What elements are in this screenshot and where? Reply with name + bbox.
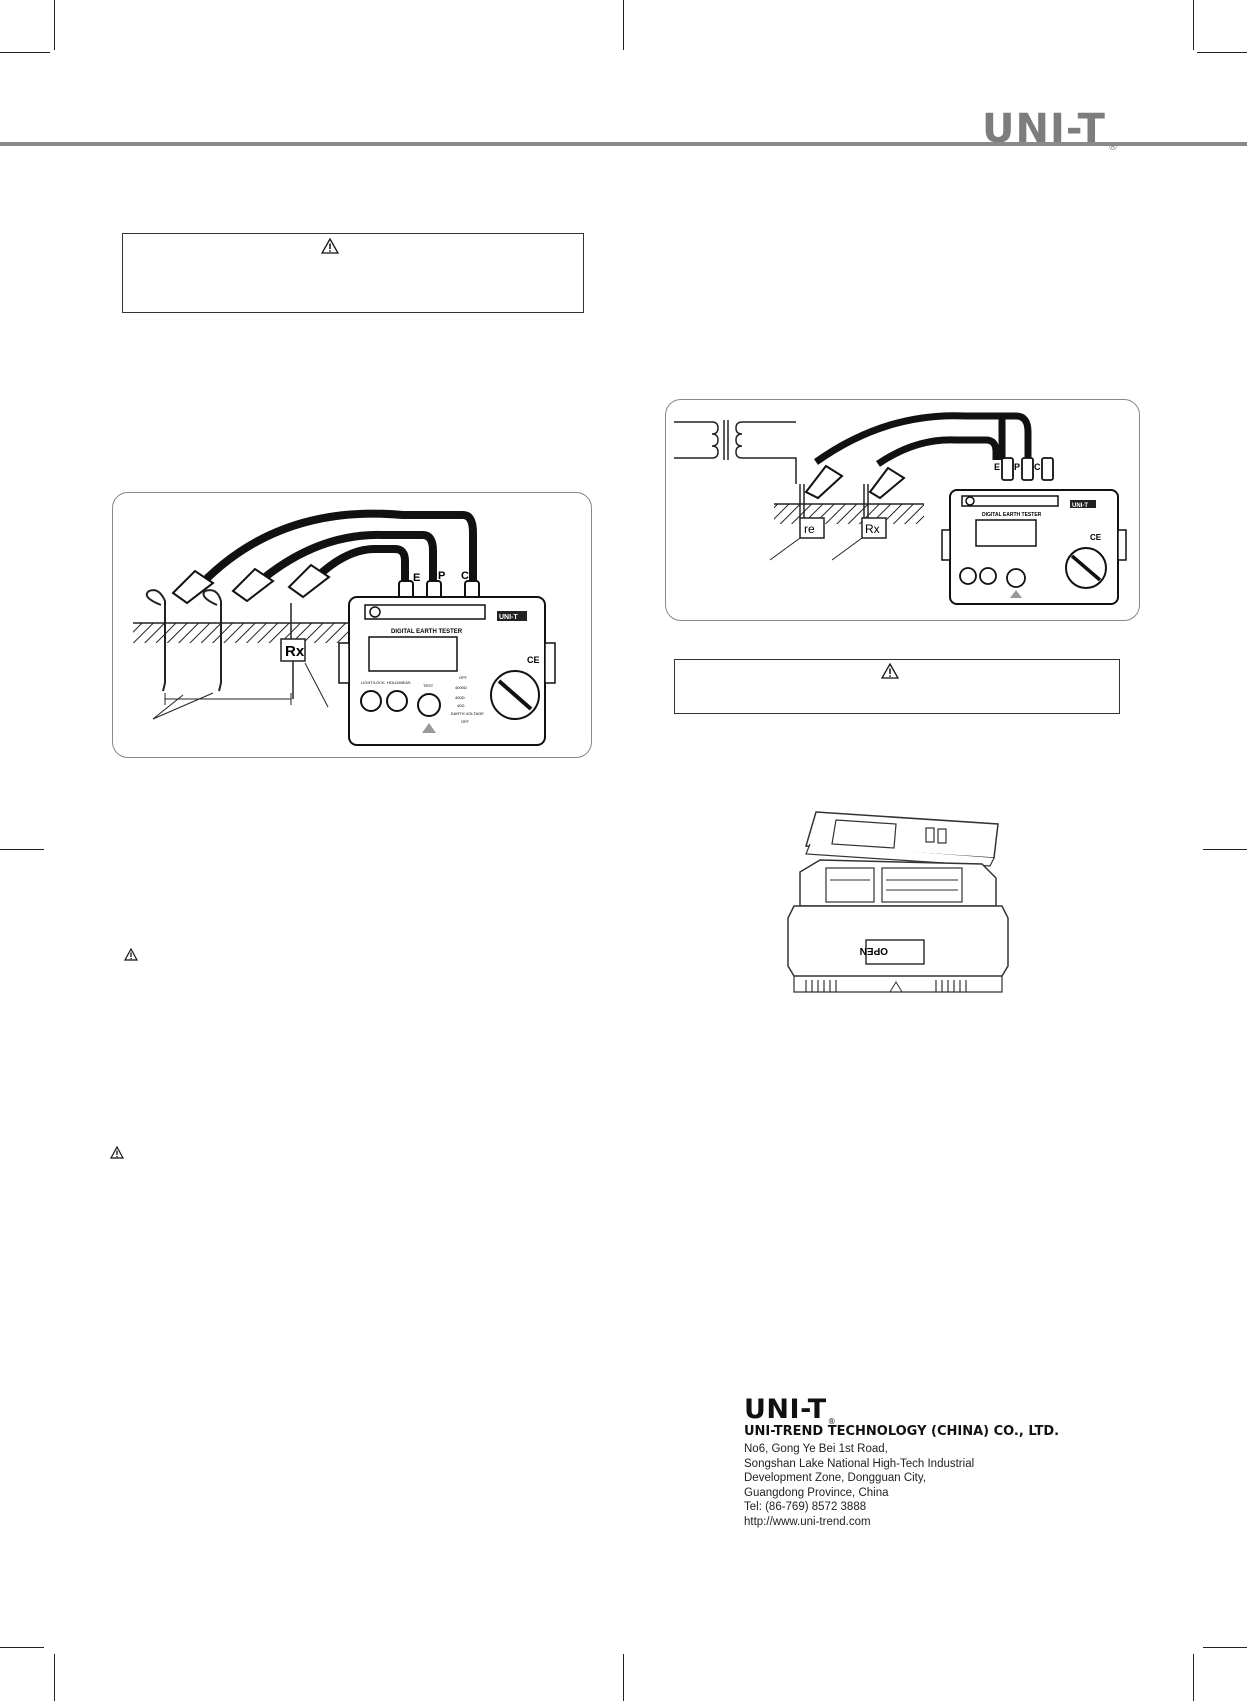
svg-text:CE: CE <box>527 655 540 665</box>
header-rule <box>0 142 1247 146</box>
warning-triangle-icon <box>881 663 899 679</box>
warning-triangle-icon <box>124 948 138 961</box>
address-line: Songshan Lake National High-Tech Industr… <box>744 1457 975 1470</box>
warning-triangle-icon <box>321 238 339 254</box>
device-brand: UNI-T <box>499 614 518 621</box>
battery-compartment-figure: OPEN <box>786 806 1026 996</box>
crop-mark <box>0 52 50 53</box>
knob-label-5: OFF <box>461 719 470 724</box>
crop-mark <box>54 1654 55 1701</box>
knob-label-3: 40Ω <box>457 703 464 708</box>
terminal-label-p: P <box>438 570 445 582</box>
address-line: Development Zone, Dongguan City, <box>744 1472 926 1484</box>
crop-mark <box>54 0 55 50</box>
button-label-light-lock: LIGHT/LOCK <box>361 680 385 685</box>
crop-mark <box>1193 0 1194 50</box>
device-brand-right: UNI-T <box>1072 503 1088 509</box>
button-label-test: TEST <box>423 683 434 688</box>
address-line: No6, Gong Ye Bei 1st Road, <box>744 1443 888 1455</box>
website-link[interactable]: http://www.uni-trend.com <box>744 1515 871 1528</box>
re-label: re <box>804 522 815 536</box>
terminal-label-e-right: E <box>994 462 1000 472</box>
transformer-earth-diagram: re Rx E P C UNI-T DIGITAL EARTH TESTER C… <box>674 412 1127 605</box>
company-name: UNI-TREND TECHNOLOGY (CHINA) CO., LTD. <box>744 1424 1060 1439</box>
crop-mark <box>0 849 44 850</box>
device-name-right: DIGITAL EARTH TESTER <box>982 512 1042 518</box>
knob-label-4: EARTH VOLTAGE <box>451 711 484 716</box>
knob-label-1: 4000Ω <box>455 685 467 690</box>
crop-mark <box>0 1647 44 1648</box>
device-name: DIGITAL EARTH TESTER <box>391 629 463 635</box>
terminal-label-c-right: C <box>1034 462 1041 472</box>
crop-mark <box>1193 1654 1194 1701</box>
button-label-hold-meas: HOLD/MEAS <box>387 680 411 685</box>
company-address: No6, Gong Ye Bei 1st Road, Songshan Lake… <box>744 1442 974 1529</box>
address-line: Guangdong Province, China <box>744 1486 889 1499</box>
terminal-label-p-right: P <box>1014 462 1020 472</box>
terminal-label-e: E <box>413 572 420 584</box>
open-label: OPEN <box>860 945 888 956</box>
figure-earth-measurement-right: re Rx E P C UNI-T DIGITAL EARTH TESTER C… <box>665 399 1140 621</box>
earth-measurement-diagram: Rx E P C UNI-T DIGITAL EARTH TESTER CE <box>133 509 556 746</box>
battery-compartment-illustration: OPEN <box>787 811 1009 993</box>
knob-label-2: 400Ω <box>455 695 465 700</box>
rx-label-right: Rx <box>865 522 880 536</box>
svg-text:CE: CE <box>1090 533 1102 542</box>
crop-mark <box>1197 52 1247 53</box>
crop-mark <box>623 1654 624 1701</box>
footer-logo: UNI-T® <box>744 1394 837 1426</box>
crop-mark <box>1203 849 1247 850</box>
address-line: Tel: (86-769) 8572 3888 <box>744 1501 867 1513</box>
warning-triangle-icon <box>110 1146 124 1159</box>
warning-box-top-left <box>122 233 584 313</box>
crop-mark <box>623 0 624 50</box>
warning-box-right <box>674 659 1120 714</box>
knob-label-0: OFF <box>459 675 468 680</box>
crop-mark <box>1203 1647 1247 1648</box>
figure-earth-measurement-left: Rx E P C UNI-T DIGITAL EARTH TESTER CE <box>112 492 592 758</box>
terminal-label-c: C <box>461 570 469 582</box>
rx-label: Rx <box>285 643 305 660</box>
